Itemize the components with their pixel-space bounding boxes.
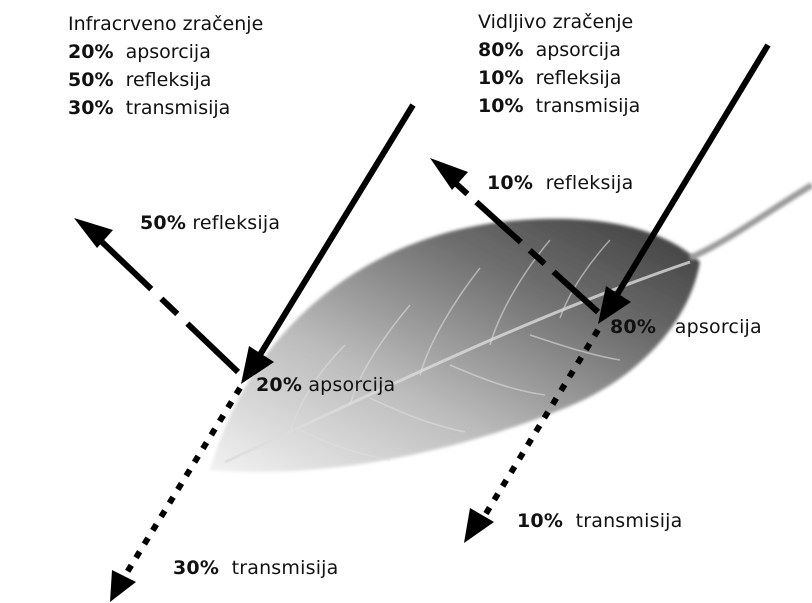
visible-absorption-arrow-label: 80% apsorcija	[610, 314, 762, 341]
infrared-line-absorption: 20% apsorcija	[68, 38, 263, 66]
visible-reflection-arrow-label: 10% refleksija	[487, 170, 633, 197]
infrared-absorption-arrow-pct: 20%	[256, 374, 302, 396]
infrared-legend: Infracrveno zračenje 20% apsorcija 50% r…	[68, 10, 263, 122]
infrared-line-reflection: 50% refleksija	[68, 66, 263, 94]
visible-line-absorption: 80% apsorcija	[478, 36, 640, 64]
infrared-reflection-arrow	[74, 218, 238, 372]
infrared-reflection-label: refleksija	[126, 69, 212, 91]
infrared-absorption-pct: 20%	[68, 41, 113, 63]
visible-absorption-pct: 80%	[478, 39, 523, 61]
infrared-reflection-pct: 50%	[68, 69, 113, 91]
visible-transmission-label: transmisija	[536, 95, 641, 117]
infrared-transmission-label: transmisija	[126, 97, 231, 119]
visible-reflection-label: refleksija	[536, 67, 622, 89]
visible-transmission-arrow-pct: 10%	[517, 510, 563, 532]
visible-transmission-pct: 10%	[478, 95, 523, 117]
visible-title: Vidljivo zračenje	[478, 8, 640, 36]
visible-reflection-pct: 10%	[478, 67, 523, 89]
visible-line-reflection: 10% refleksija	[478, 64, 640, 92]
infrared-transmission-pct: 30%	[68, 97, 113, 119]
infrared-transmission-arrow-label: 30% transmisija	[173, 555, 339, 582]
infrared-absorption-label: apsorcija	[126, 41, 211, 63]
visible-line-transmission: 10% transmisija	[478, 92, 640, 120]
infrared-absorption-arrow-text: apsorcija	[308, 374, 395, 396]
visible-absorption-label: apsorcija	[536, 39, 621, 61]
visible-reflection-arrow-text: refleksija	[546, 172, 634, 194]
infrared-transmission-arrow-text: transmisija	[232, 557, 339, 579]
visible-transmission-arrow-text: transmisija	[576, 510, 683, 532]
visible-legend: Vidljivo zračenje 80% apsorcija 10% refl…	[478, 8, 640, 120]
infrared-line-transmission: 30% transmisija	[68, 94, 263, 122]
visible-absorption-arrow-pct: 80%	[610, 316, 656, 338]
infrared-reflection-arrow-label: 50% refleksija	[140, 210, 280, 237]
visible-reflection-arrow-pct: 10%	[487, 172, 533, 194]
infrared-transmission-arrow-pct: 30%	[173, 557, 219, 579]
visible-absorption-arrow-text: apsorcija	[675, 316, 762, 338]
visible-transmission-arrow-label: 10% transmisija	[517, 508, 683, 535]
infrared-title: Infracrveno zračenje	[68, 10, 263, 38]
infrared-reflection-arrow-text: refleksija	[192, 212, 280, 234]
infrared-reflection-arrow-pct: 50%	[140, 212, 186, 234]
infrared-absorption-arrow-label: 20% apsorcija	[256, 372, 395, 399]
